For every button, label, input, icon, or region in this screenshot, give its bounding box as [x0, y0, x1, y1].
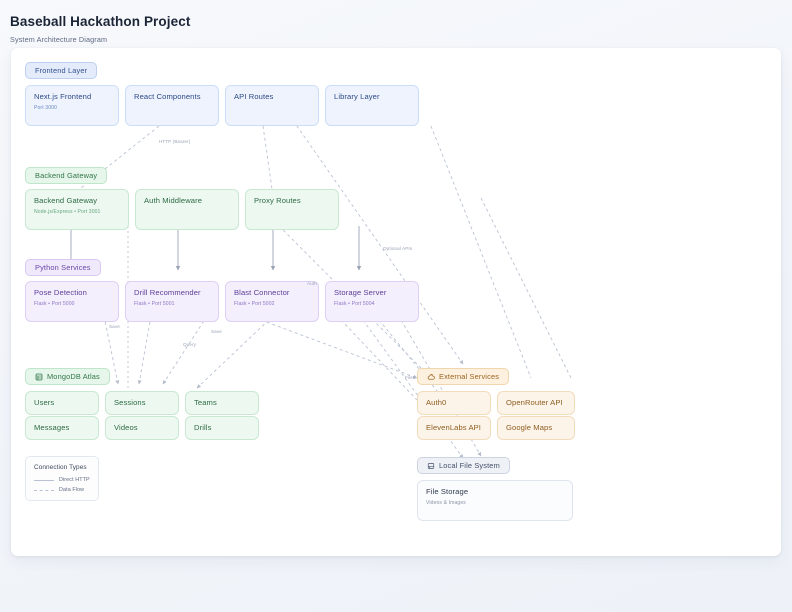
legend-title: Connection Types — [34, 464, 87, 471]
group-badge-frontend[interactable]: Frontend Layer — [25, 62, 98, 79]
hard-drive-icon — [427, 462, 435, 470]
node-subtitle: Flask • Port 5000 — [34, 301, 75, 308]
node-title: Videos — [114, 422, 138, 432]
node-collection-teams[interactable]: Teams — [185, 391, 259, 415]
node-title: Pose Detection — [34, 288, 87, 297]
edge-label-files: Files — [405, 375, 416, 380]
node-title: Blast Connector — [234, 288, 290, 297]
node-title: React Components — [134, 92, 201, 101]
node-library-layer[interactable]: Library Layer — [325, 85, 419, 126]
edge-label-save-left: Save — [109, 324, 120, 329]
group-label-frontend: Frontend Layer — [35, 66, 88, 75]
legend-item-direct-http: Direct HTTP — [34, 477, 90, 483]
node-api-routes[interactable]: API Routes — [225, 85, 319, 126]
group-label-backend: Backend Gateway — [35, 171, 98, 180]
node-title: API Routes — [234, 92, 274, 101]
edge-label-http-bearer: HTTP (Bearer) — [159, 139, 191, 144]
page-title: Baseball Hackathon Project — [10, 14, 191, 29]
node-title: OpenRouter API — [506, 397, 563, 407]
node-service-auth0[interactable]: Auth0 — [417, 391, 491, 415]
node-subtitle: Videos & Images — [426, 500, 466, 507]
node-file-storage[interactable]: File Storage Videos & Images — [417, 480, 573, 521]
group-label-local-file-system: Local File System — [439, 461, 500, 470]
node-drill-recommender[interactable]: Drill Recommender Flask • Port 5001 — [125, 281, 219, 322]
node-blast-connector[interactable]: Blast Connector Flask • Port 5002 — [225, 281, 319, 322]
node-title: File Storage — [426, 487, 469, 496]
node-title: Backend Gateway — [34, 196, 98, 205]
page-header: Baseball Hackathon Project System Archit… — [0, 0, 792, 44]
node-title: Auth Middleware — [144, 196, 203, 205]
diagram-canvas[interactable]: Frontend Layer Next.js Frontend Port 300… — [11, 48, 781, 556]
legend-label: Data Flow — [59, 487, 85, 493]
node-title: Proxy Routes — [254, 196, 301, 205]
node-title: Sessions — [114, 397, 146, 407]
node-title: Next.js Frontend — [34, 92, 92, 101]
legend-label: Direct HTTP — [59, 477, 90, 483]
node-title: Users — [34, 397, 55, 407]
node-title: Drill Recommender — [134, 288, 201, 297]
node-pose-detection[interactable]: Pose Detection Flask • Port 5000 — [25, 281, 119, 322]
node-title: Messages — [34, 422, 70, 432]
node-service-elevenlabs-api[interactable]: ElevenLabs API — [417, 416, 491, 440]
node-backend-gateway[interactable]: Backend Gateway Node.js/Express • Port 3… — [25, 189, 129, 230]
edge-label-query: Query — [183, 342, 197, 347]
group-badge-local-file-system[interactable]: Local File System — [417, 457, 510, 474]
group-badge-external[interactable]: External Services — [417, 368, 510, 385]
node-nextjs-frontend[interactable]: Next.js Frontend Port 3000 — [25, 85, 119, 126]
group-label-python: Python Services — [35, 263, 91, 272]
node-collection-drills[interactable]: Drills — [185, 416, 259, 440]
legend-swatch-dashed — [34, 489, 54, 491]
node-service-openrouter-api[interactable]: OpenRouter API — [497, 391, 575, 415]
node-subtitle: Flask • Port 5001 — [134, 301, 175, 308]
cloud-icon — [427, 373, 435, 381]
node-auth-middleware[interactable]: Auth Middleware — [135, 189, 239, 230]
node-collection-users[interactable]: Users — [25, 391, 99, 415]
node-collection-sessions[interactable]: Sessions — [105, 391, 179, 415]
node-storage-server[interactable]: Storage Server Flask • Port 5004 — [325, 281, 419, 322]
node-title: Drills — [194, 422, 212, 432]
node-title: ElevenLabs API — [426, 422, 482, 432]
group-badge-python[interactable]: Python Services — [25, 259, 101, 276]
group-label-mongodb: MongoDB Atlas — [47, 372, 100, 381]
node-subtitle: Flask • Port 5002 — [234, 301, 275, 308]
node-service-google-maps[interactable]: Google Maps — [497, 416, 575, 440]
legend: Connection Types Direct HTTP Data Flow — [25, 456, 99, 501]
node-title: Teams — [194, 397, 217, 407]
node-collection-messages[interactable]: Messages — [25, 416, 99, 440]
node-title: Google Maps — [506, 422, 553, 432]
node-title: Storage Server — [334, 288, 387, 297]
legend-item-data-flow: Data Flow — [34, 487, 90, 493]
group-label-external: External Services — [439, 372, 500, 381]
node-subtitle: Flask • Port 5004 — [334, 301, 375, 308]
node-proxy-routes[interactable]: Proxy Routes — [245, 189, 339, 230]
group-badge-mongodb[interactable]: MongoDB Atlas — [25, 368, 110, 385]
node-title: Auth0 — [426, 397, 447, 407]
node-subtitle: Node.js/Express • Port 3001 — [34, 209, 101, 216]
node-react-components[interactable]: React Components — [125, 85, 219, 126]
node-collection-videos[interactable]: Videos — [105, 416, 179, 440]
group-badge-backend[interactable]: Backend Gateway — [25, 167, 108, 184]
node-subtitle: Port 3000 — [34, 105, 57, 112]
edge-label-optional-apis: Optional APIs — [383, 246, 413, 251]
database-icon — [35, 373, 43, 381]
edge-label-save-right: Save — [211, 329, 222, 334]
node-title: Library Layer — [334, 92, 380, 101]
page-subtitle: System Architecture Diagram — [10, 35, 108, 44]
legend-swatch-solid — [34, 479, 54, 481]
